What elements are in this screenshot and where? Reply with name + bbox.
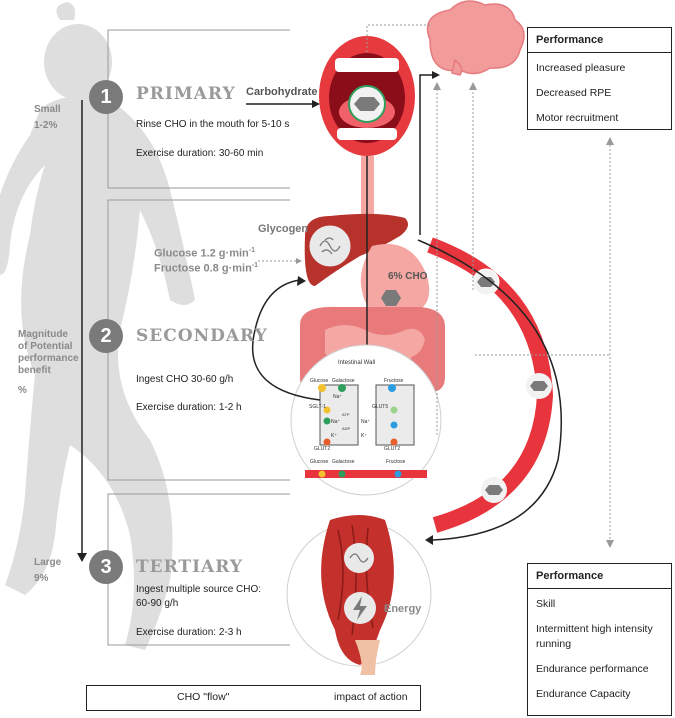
benefit-small-value: 1-2% [34, 120, 58, 131]
flow-arrow-to-liver [251, 276, 321, 401]
performance-box-bottom: Performance Skill Intermittent high inte… [527, 563, 672, 716]
k-plus-label: K⁺ [331, 433, 337, 439]
liver [304, 213, 409, 286]
legend-impact-label: impact of action [334, 691, 408, 703]
flow-line-to-brain [419, 71, 440, 235]
energy-label: Energy [384, 603, 422, 615]
performance-bottom-item: Skill [536, 598, 556, 610]
performance-bottom-item: Endurance Capacity [536, 688, 631, 700]
benefit-axis-label-line1: Magnitude [18, 329, 68, 340]
tier-2-title: SECONDARY [136, 326, 268, 346]
glut5-label: GLUT5 [372, 404, 389, 410]
glucose-label: Glucose [310, 378, 329, 384]
benefit-small-label: Small [34, 104, 61, 115]
performance-top-item: Decreased RPE [536, 87, 612, 99]
glucose-rate-arrow [258, 258, 302, 264]
fructose-rate-superscript: -1 [251, 262, 259, 269]
tier-1-line1: Rinse CHO in the mouth for 5-10 s [136, 119, 290, 130]
benefit-axis-unit: % [18, 385, 27, 396]
runner-silhouette [0, 2, 195, 650]
performance-bottom-item: Endurance performance [536, 663, 649, 675]
tier-1-title: PRIMARY [136, 84, 236, 104]
fructose-rate-label: Fructose 0.8 g·min-1 [154, 262, 258, 275]
na-plus-label-3: Na⁺ [361, 419, 371, 425]
carbohydrate-arrow [246, 100, 320, 108]
carbohydrate-label: Carbohydrate [246, 86, 318, 98]
tier-2-line1: Ingest CHO 30-60 g/h [136, 374, 234, 385]
fructose-rate-text: Fructose 0.8 g·min [154, 262, 252, 275]
tier-2-line2: Exercise duration: 1-2 h [136, 402, 242, 413]
atp-label: ATP [342, 412, 350, 417]
performance-top-heading: Performance [528, 28, 671, 53]
sglt1-label: SGLT-1 [309, 404, 326, 410]
bottom-galactose-label: Galactose [332, 459, 355, 465]
glucose-rate-superscript: -1 [248, 247, 255, 254]
bottom-fructose-label: Fructose [386, 459, 406, 465]
intestinal-wall-title: Intestinal Wall [338, 360, 376, 366]
benefit-axis-label-line2: of Potential [18, 341, 73, 352]
tier-3-number: 3 [100, 556, 112, 578]
tier-1-number: 1 [100, 86, 112, 108]
glut2-left-label: GLUT2 [314, 446, 331, 452]
galactose-label: Galactose [332, 378, 355, 384]
brain [426, 0, 525, 76]
impact-arrowheads [433, 82, 614, 548]
tier-2-number: 2 [100, 325, 112, 347]
performance-bottom-heading: Performance [528, 564, 671, 589]
bottom-glucose-label: Glucose [310, 459, 329, 465]
flow-arc-to-muscle [417, 239, 562, 545]
benefit-axis-label: Magnitude of Potential performance benef… [18, 329, 79, 377]
performance-top-item: Increased pleasure [536, 62, 626, 74]
intestinal-wall-detail [290, 344, 442, 496]
tier-badges [89, 80, 123, 584]
mouth [319, 36, 415, 156]
legend-flow-label: CHO "flow" [177, 691, 230, 703]
benefit-axis-arrow [77, 100, 87, 562]
muscle-detail [286, 515, 432, 675]
adp-label: ADP [342, 426, 351, 431]
glucose-rate-text: Glucose 1.2 g·min [154, 247, 249, 260]
na-plus-label: Na⁺ [333, 394, 343, 400]
tier-3-line2: Exercise duration: 2-3 h [136, 627, 242, 638]
tier-3-line1b: 60-90 g/h [136, 598, 179, 609]
benefit-axis-label-line4: benefit [18, 365, 51, 376]
benefit-large-value: 9% [34, 573, 49, 584]
glut2-right-label: GLUT2 [384, 446, 401, 452]
glycogen-label: Glycogen [258, 223, 309, 235]
blood-flow-arc [427, 237, 554, 533]
performance-bottom-item: running [536, 638, 572, 650]
performance-bottom-item: Intermittent high intensity [536, 623, 653, 635]
benefit-large-label: Large [34, 557, 62, 568]
cho-concentration-label: 6% CHO [388, 271, 428, 282]
impact-lines [366, 24, 611, 540]
benefit-axis-label-line3: performance [18, 353, 79, 364]
k-plus-label-2: K⁺ [361, 433, 367, 439]
tier-3-line1: Ingest multiple source CHO: [136, 584, 262, 595]
tier-3-title: TERTIARY [136, 557, 243, 577]
stomach [360, 244, 430, 317]
fructose-label: Fructose [384, 378, 404, 384]
performance-box-top: Performance Increased pleasure Decreased… [527, 27, 672, 130]
legend: CHO "flow" impact of action [86, 685, 421, 711]
performance-top-item: Motor recruitment [536, 112, 619, 124]
glucose-rate-label: Glucose 1.2 g·min-1 [154, 247, 255, 260]
tier-1-line2: Exercise duration: 30-60 min [136, 148, 264, 159]
na-plus-label-2: Na⁺ [331, 419, 341, 425]
